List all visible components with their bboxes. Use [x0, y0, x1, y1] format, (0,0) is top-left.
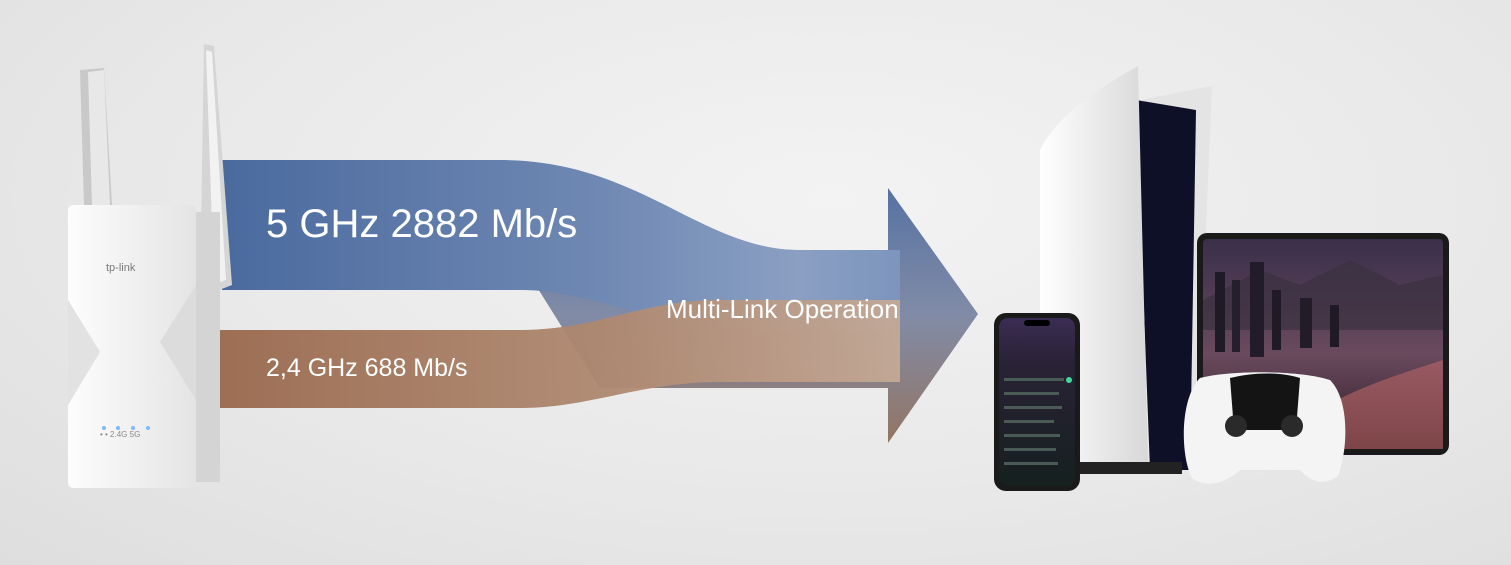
- band-24ghz-stream: [210, 300, 900, 408]
- band-24ghz-label: 2,4 GHz 688 Mb/s: [266, 354, 468, 382]
- gamepad-icon: [1183, 372, 1346, 484]
- extender-brand-logo: tp-link: [106, 262, 136, 274]
- band-5ghz-stream: [222, 160, 900, 330]
- smartphone-icon: [994, 313, 1080, 491]
- extender-led-labels: • • 2.4G 5G: [100, 430, 141, 439]
- band-5ghz-label: 5 GHz 2882 Mb/s: [266, 202, 578, 246]
- wifi-extender-icon: [68, 44, 232, 488]
- mlo-label: Multi-Link Operation: [666, 294, 899, 324]
